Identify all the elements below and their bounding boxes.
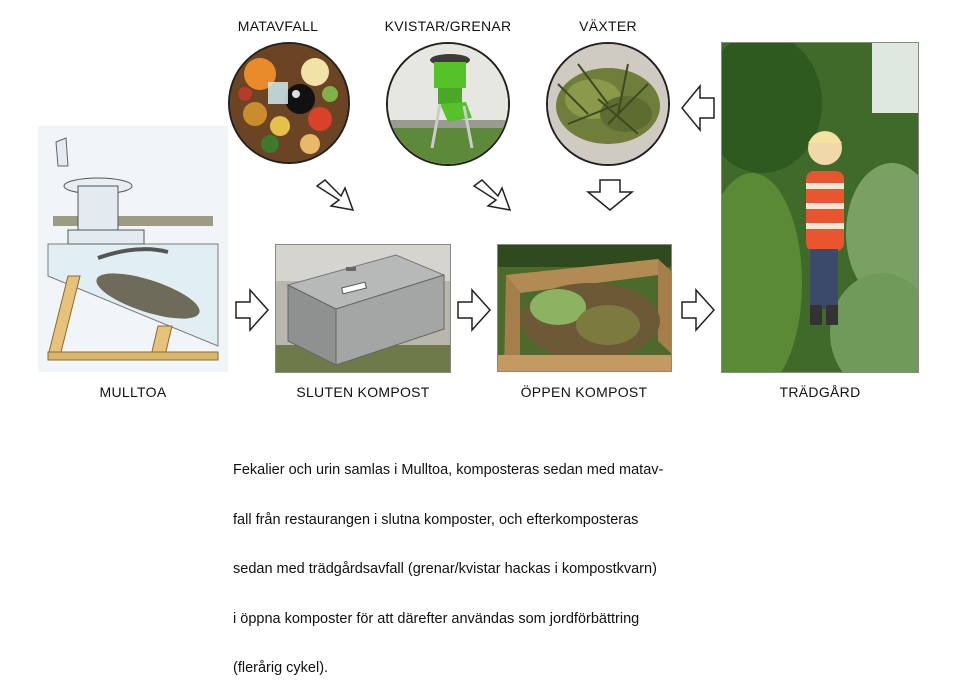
caption-line: sedan med trädgårdsavfall (grenar/kvista… bbox=[233, 561, 657, 577]
caption-line: Fekalier och urin samlas i Mulltoa, komp… bbox=[233, 462, 664, 478]
plants-image bbox=[546, 42, 670, 166]
food-waste-image bbox=[228, 42, 350, 164]
arrow-tradgard-to-vaxter bbox=[680, 84, 716, 132]
sluten-kompost-image bbox=[275, 244, 451, 373]
arrow-mulltoa-to-sluten bbox=[234, 288, 270, 332]
oppen-kompost-image bbox=[497, 244, 672, 372]
caption: Fekalier och urin samlas i Mulltoa, komp… bbox=[233, 429, 663, 693]
label-matavfall: MATAVFALL bbox=[237, 18, 319, 34]
caption-line: i öppna komposter för att därefter använ… bbox=[233, 610, 640, 627]
tradgard-image bbox=[721, 42, 919, 373]
caption-line: (flerårig cykel). bbox=[233, 660, 329, 676]
label-vaxter: VÄXTER bbox=[579, 18, 637, 34]
arrow-sluten-to-oppen bbox=[456, 288, 492, 332]
shredder-image bbox=[386, 42, 510, 166]
label-sluten-kompost: SLUTEN KOMPOST bbox=[296, 384, 430, 400]
arrow-matavfall-to-sluten bbox=[315, 178, 357, 214]
caption-line: fall från restaurangen i slutna komposte… bbox=[233, 511, 639, 528]
label-oppen-kompost: ÖPPEN KOMPOST bbox=[520, 384, 648, 400]
mulltoa-image bbox=[38, 126, 228, 372]
arrow-oppen-to-tradgard bbox=[680, 288, 716, 332]
arrow-kvistar-to-oppen bbox=[472, 178, 514, 214]
arrow-vaxter-to-oppen bbox=[586, 178, 634, 212]
label-mulltoa: MULLTOA bbox=[99, 384, 167, 400]
label-kvistar: KVISTAR/GRENAR bbox=[384, 18, 512, 34]
label-tradgard: TRÄDGÅRD bbox=[779, 384, 861, 400]
